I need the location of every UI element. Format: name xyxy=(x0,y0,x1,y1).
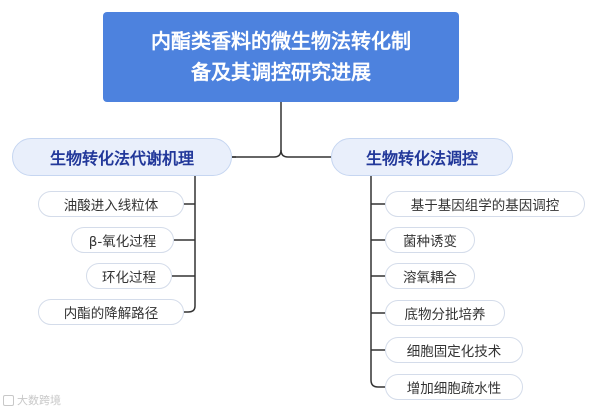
root-title-line2: 备及其调控研究进展 xyxy=(191,60,371,84)
root-title-line1: 内酯类香料的微生物法转化制 xyxy=(151,29,411,53)
leaf-label: 环化过程 xyxy=(102,270,156,286)
leaf-label: 底物分批培养 xyxy=(404,307,486,323)
leaf-label: 内酯的降解路径 xyxy=(63,306,159,322)
leaf-right-6: 增加细胞疏水性 xyxy=(385,374,523,400)
right-leaf-connector xyxy=(370,379,385,388)
branch-left-label: 生物转化法代谢机理 xyxy=(49,149,194,168)
leaf-right-1: 基于基因组学的基因调控 xyxy=(385,191,585,217)
leaf-label: 菌种诱变 xyxy=(403,234,457,250)
leaf-left-2: β-氧化过程 xyxy=(71,227,174,253)
left-branch-connector xyxy=(232,149,282,158)
watermark-text: 大数跨境 xyxy=(17,394,61,407)
leaf-label: 基于基因组学的基因调控 xyxy=(410,198,560,214)
leaf-label: 油酸进入线粒体 xyxy=(63,198,159,214)
left-leaf-connector xyxy=(184,305,196,313)
leaf-label: β-氧化过程 xyxy=(88,234,157,250)
right-branch-connector xyxy=(280,149,331,158)
leaf-label: 增加细胞疏水性 xyxy=(406,381,502,397)
leaf-right-4: 底物分批培养 xyxy=(385,300,505,326)
leaf-label: 溶氧耦合 xyxy=(403,270,457,286)
leaf-right-2: 菌种诱变 xyxy=(385,227,475,253)
leaf-left-3: 环化过程 xyxy=(86,263,172,289)
leaf-right-3: 溶氧耦合 xyxy=(385,263,475,289)
branch-right: 生物转化法调控 xyxy=(331,138,513,176)
leaf-label: 细胞固定化技术 xyxy=(406,344,502,360)
watermark-icon xyxy=(3,394,14,406)
root-topic: 内酯类香料的微生物法转化制 备及其调控研究进展 xyxy=(103,12,459,102)
leaf-right-5: 细胞固定化技术 xyxy=(385,337,523,363)
branch-right-label: 生物转化法调控 xyxy=(365,149,478,168)
watermark: 大数跨境 xyxy=(3,392,61,408)
branch-left: 生物转化法代谢机理 xyxy=(12,138,232,176)
leaf-left-4: 内酯的降解路径 xyxy=(38,299,184,325)
leaf-left-1: 油酸进入线粒体 xyxy=(38,191,184,217)
